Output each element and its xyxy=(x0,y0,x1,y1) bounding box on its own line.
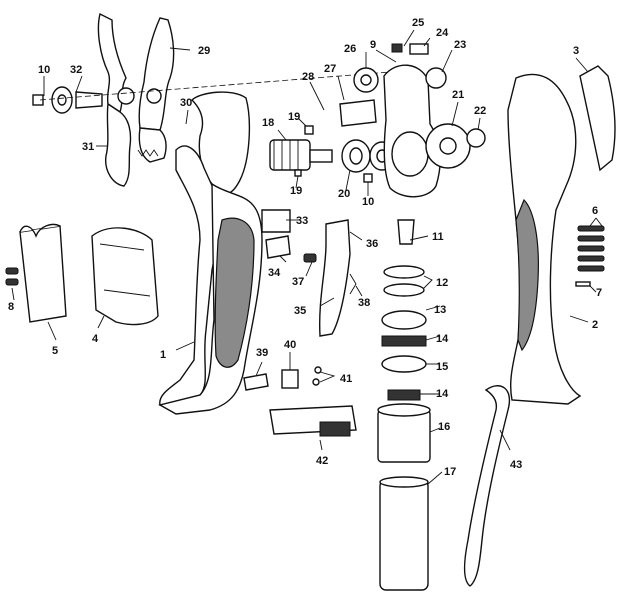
callout-27: 27 xyxy=(324,63,336,75)
callout-9: 9 xyxy=(370,39,376,51)
callout-20: 20 xyxy=(338,188,350,200)
callout-39: 39 xyxy=(256,347,268,359)
callout-35: 35 xyxy=(294,305,306,317)
callout-42: 42 xyxy=(316,455,328,467)
callout-13: 13 xyxy=(434,304,446,316)
callout-22: 22 xyxy=(474,105,486,117)
callout-16: 16 xyxy=(438,421,450,433)
callout-10b: 10 xyxy=(362,196,374,208)
callout-32: 32 xyxy=(70,64,82,76)
callout-25: 25 xyxy=(412,17,424,29)
callout-21: 21 xyxy=(452,89,464,101)
callout-14b: 14 xyxy=(436,388,449,400)
callout-10a: 10 xyxy=(38,64,50,76)
callout-8: 8 xyxy=(8,301,14,313)
callout-19a: 19 xyxy=(288,111,300,123)
callout-1: 1 xyxy=(160,349,166,361)
pivot-hardware xyxy=(32,86,103,114)
callout-12: 12 xyxy=(436,277,448,289)
callout-17: 17 xyxy=(444,466,456,478)
leader-lines xyxy=(11,29,603,485)
motor-assembly xyxy=(269,125,395,177)
callout-30: 30 xyxy=(180,97,192,109)
callout-5: 5 xyxy=(52,345,58,357)
electronics xyxy=(243,366,357,437)
callout-31: 31 xyxy=(82,141,94,153)
callout-labels: 1 2 3 4 5 6 7 8 9 10 10 11 12 13 14 14 1… xyxy=(8,17,602,478)
drive-column xyxy=(377,219,431,591)
callout-15: 15 xyxy=(436,361,448,373)
callout-4: 4 xyxy=(92,333,99,345)
strap xyxy=(463,385,511,587)
screws-8 xyxy=(5,267,19,286)
callout-3: 3 xyxy=(573,45,579,57)
callout-33: 33 xyxy=(296,215,308,227)
callout-41: 41 xyxy=(340,373,352,385)
callout-18: 18 xyxy=(262,117,274,129)
callout-43: 43 xyxy=(510,459,522,471)
callout-26: 26 xyxy=(344,43,356,55)
callout-11: 11 xyxy=(432,231,444,243)
callout-19b: 19 xyxy=(290,185,302,197)
callout-34: 34 xyxy=(268,267,281,279)
callout-38: 38 xyxy=(358,297,370,309)
battery-covers xyxy=(19,223,159,326)
cutting-blades xyxy=(97,12,175,187)
callout-37: 37 xyxy=(292,276,304,288)
callout-14a: 14 xyxy=(436,333,449,345)
callout-40: 40 xyxy=(284,339,296,351)
trigger-assembly xyxy=(261,209,357,337)
callout-6: 6 xyxy=(592,205,598,217)
gear-housing xyxy=(339,43,486,198)
housing-left xyxy=(158,91,263,415)
callout-29: 29 xyxy=(198,45,210,57)
callout-7: 7 xyxy=(596,287,602,299)
callout-23: 23 xyxy=(454,39,466,51)
callout-36: 36 xyxy=(366,238,378,250)
screws-6 xyxy=(575,225,605,287)
callout-24: 24 xyxy=(436,27,449,39)
callout-28: 28 xyxy=(302,71,314,83)
callout-2: 2 xyxy=(592,319,598,331)
housing-right xyxy=(507,65,616,405)
